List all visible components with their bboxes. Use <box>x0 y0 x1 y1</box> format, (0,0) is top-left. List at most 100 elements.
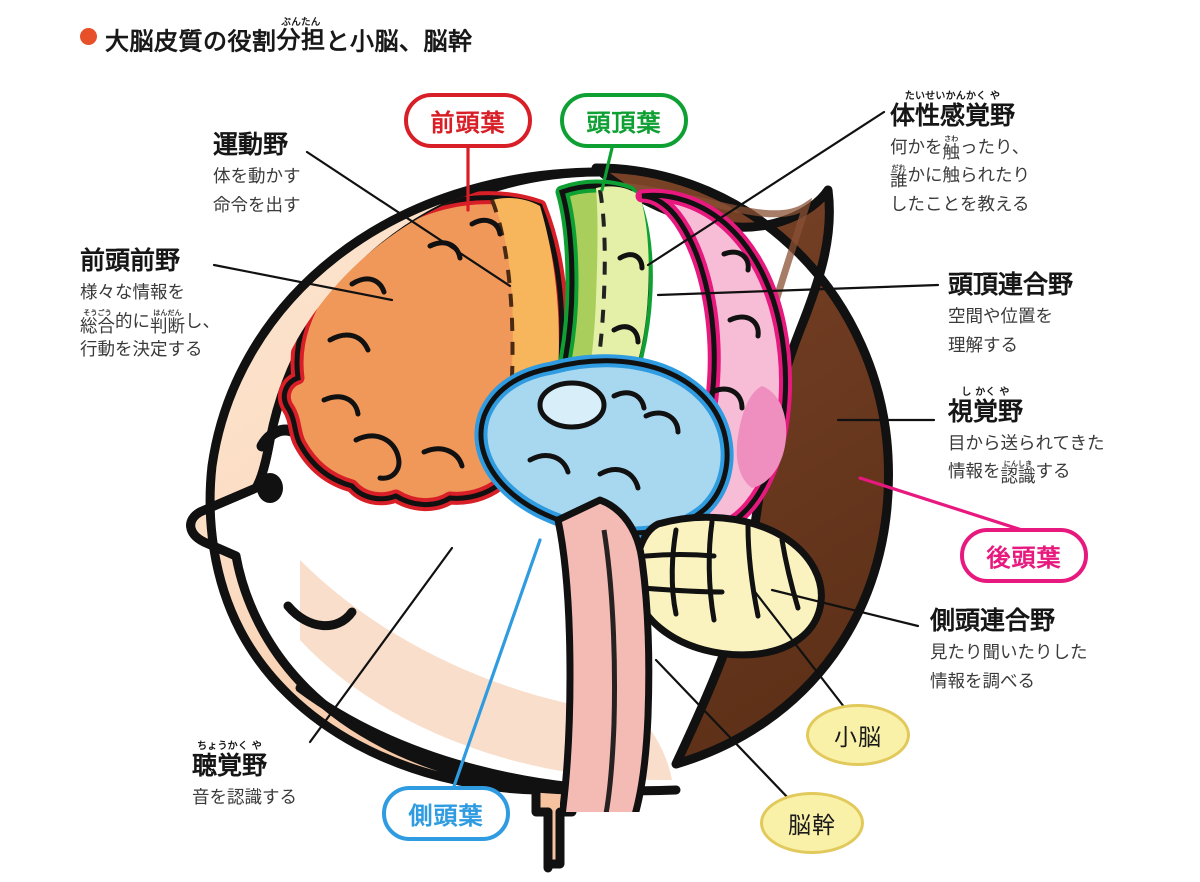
ruby-group: し かく や視覚野 <box>948 388 1023 425</box>
text-run: 理解する <box>948 335 1018 356</box>
annotation-somatosensory-cortex-desc: 何かをさわ触ったり、だれ誰かに触られたりしたことを教える <box>890 134 1030 219</box>
ruby-group: にんしき認識 <box>1001 459 1036 486</box>
ellipse-label-cerebellum-text: 小脳 <box>834 725 882 751</box>
bullet-dot-icon <box>80 28 97 46</box>
annotation-line: そうごう総合的にはんだん判断し、 <box>80 308 220 336</box>
text-run: 的に <box>115 311 150 332</box>
furigana: ぶんたん <box>281 17 321 28</box>
annotation-visual-cortex-head: し かく や視覚野 <box>948 388 1104 425</box>
ruby-base: 触 <box>942 143 961 164</box>
ruby-base: 総合 <box>80 316 115 337</box>
ruby-base: 体性感覚野 <box>890 100 1016 130</box>
brainstem-midline <box>599 529 617 812</box>
text-run: ったり、 <box>960 138 1030 159</box>
ruby-group: はんだん判断 <box>150 310 185 336</box>
pill-label-occipital-lobe[interactable]: 後頭葉 <box>960 528 1088 583</box>
text-run: 運動野 <box>213 130 289 159</box>
brainstem-shape <box>554 496 653 812</box>
connector-occipital-lobe <box>858 476 1024 532</box>
furigana: さわ <box>944 135 959 144</box>
connector-temporal-lobe <box>450 538 542 794</box>
furigana: たいせいかんかく や <box>904 91 1001 102</box>
somatosensory-border-dashed <box>572 189 607 451</box>
text-run: 音を認識する <box>192 788 297 809</box>
annotation-line: 情報を調べる <box>930 668 1088 696</box>
furigana: し かく や <box>961 387 1010 398</box>
text-run: 空間や位置を <box>948 307 1053 328</box>
leader-somatosensory-cortex <box>646 110 886 267</box>
ruby-base: 聴覚野 <box>192 750 268 780</box>
annotation-line: 体を動かす <box>213 163 301 191</box>
leader-temporal-assoc <box>770 588 920 628</box>
leader-brainstem <box>654 658 792 802</box>
text-run: 大脳皮質の役割 <box>105 27 277 56</box>
annotation-prefrontal-cortex-head: 前頭前野 <box>80 247 220 274</box>
annotation-line: 命令を出す <box>213 192 301 220</box>
text-run: 見たり聞いたりした <box>930 643 1088 664</box>
connector-parietal-lobe <box>600 146 614 192</box>
text-run: と小脳、脳幹 <box>325 27 473 56</box>
annotation-parietal-association-cortex-head: 頭頂連合野 <box>948 270 1074 299</box>
annotation-line: 理解する <box>948 332 1073 360</box>
text-run: 情報を調べる <box>930 671 1035 692</box>
pill-label-frontal-lobe-text: 前頭葉 <box>430 109 506 137</box>
text-run: 行動を決定する <box>80 339 203 360</box>
text-run: 命令を出す <box>213 195 301 216</box>
annotation-line: したことを教える <box>890 191 1030 219</box>
annotation-auditory-cortex: ちょうかく や聴覚野 音を認識する <box>192 742 297 812</box>
annotation-temporal-association-cortex-head: 側頭連合野 <box>930 606 1088 635</box>
text-run: 情報を <box>948 462 1001 483</box>
ruby-group: たいせいかんかく や体性感覚野 <box>890 92 1015 129</box>
text-run: 頭頂連合野 <box>948 270 1074 299</box>
ruby-group: さわ触 <box>943 136 961 162</box>
pill-label-frontal-lobe[interactable]: 前頭葉 <box>404 93 532 148</box>
insula-oval <box>537 380 607 430</box>
leader-motor-cortex <box>305 150 512 288</box>
annotation-motor-cortex-desc: 体を動かす命令を出す <box>213 163 301 220</box>
pill-label-temporal-lobe[interactable]: 側頭葉 <box>382 786 510 841</box>
annotation-line: 様々な情報を <box>80 279 220 307</box>
annotation-line: 何かをさわ触ったり、 <box>890 134 1030 162</box>
ruby-base: 分担 <box>276 26 326 55</box>
furigana: はんだん <box>153 309 182 318</box>
leader-auditory-cortex <box>308 546 454 744</box>
annotation-motor-cortex: 運動野 体を動かす命令を出す <box>213 130 301 220</box>
face-profile-line <box>186 435 275 561</box>
frontal-lobe-inner-outline <box>281 195 565 507</box>
text-run: 側頭連合野 <box>930 606 1056 635</box>
cerebellum-folia <box>639 519 801 623</box>
annotation-line: 見たり聞いたりした <box>930 639 1088 667</box>
leader-prefrontal-cortex <box>212 263 394 302</box>
annotation-auditory-cortex-desc: 音を認識する <box>192 784 297 812</box>
visual-cortex-patch <box>736 386 787 488</box>
annotation-line: 情報をにんしき認識する <box>948 458 1104 486</box>
eye <box>257 473 283 503</box>
text-run: 目から送られてきた <box>948 434 1105 455</box>
annotation-line: だれ誰かに触られたり <box>890 162 1030 190</box>
brain-group <box>277 179 825 812</box>
furigana: ちょうかく や <box>197 741 262 752</box>
text-run: かに触られたり <box>907 166 1031 187</box>
annotation-somatosensory-cortex: たいせいかんかく や体性感覚野 何かをさわ触ったり、だれ誰かに触られたりしたこと… <box>890 92 1030 219</box>
annotation-line: 目から送られてきた <box>948 430 1104 458</box>
ellipse-label-brainstem[interactable]: 脳幹 <box>760 792 864 854</box>
page-title-text: 大脳皮質の役割ぶんたん分担と小脳、脳幹 <box>105 18 473 54</box>
mouth <box>283 601 357 630</box>
leader-cerebellum <box>750 586 850 714</box>
annotation-auditory-cortex-head: ちょうかく や聴覚野 <box>192 742 297 779</box>
furigana: にんしき <box>1003 459 1033 468</box>
annotation-somatosensory-cortex-head: たいせいかんかく や体性感覚野 <box>890 92 1030 129</box>
pill-label-parietal-lobe[interactable]: 頭頂葉 <box>560 93 688 148</box>
ellipse-label-cerebellum[interactable]: 小脳 <box>806 704 910 766</box>
annotation-parietal-association-cortex-desc: 空間や位置を理解する <box>948 303 1073 360</box>
ruby-base: 誰 <box>890 171 908 192</box>
text-run: したことを教える <box>890 194 1030 215</box>
frontal-sulci <box>321 217 503 481</box>
leader-parietal-assoc <box>656 283 940 297</box>
pill-connectors <box>450 146 1024 794</box>
annotation-prefrontal-cortex-desc: 様々な情報をそうごう総合的にはんだん判断し、行動を決定する <box>80 279 220 364</box>
annotation-visual-cortex: し かく や視覚野 目から送られてきた情報をにんしき認識する <box>948 388 1104 487</box>
page-title: 大脳皮質の役割ぶんたん分担と小脳、脳幹 <box>80 18 473 54</box>
text-run: 何かを <box>890 138 943 159</box>
